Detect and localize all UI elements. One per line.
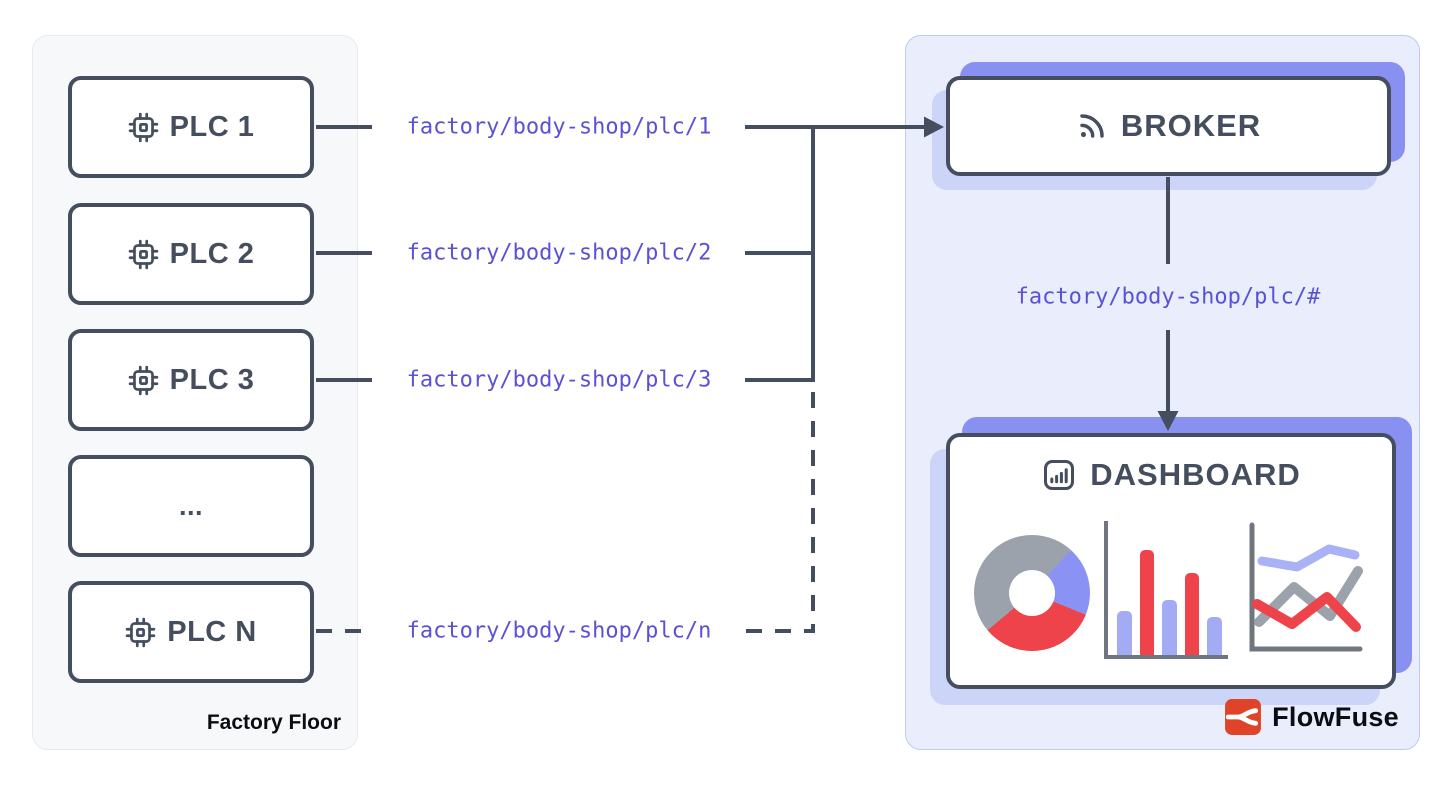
bar-chart-bar [1207, 617, 1222, 655]
chip-icon [125, 617, 156, 648]
topic-subscription-wildcard: factory/body-shop/plc/# [1015, 284, 1321, 310]
plc-2-node: PLC 2 [68, 203, 314, 305]
bar-chart-bar [1162, 600, 1177, 655]
plc-ellipsis-label: ... [178, 490, 203, 521]
bar-chart-icon [1041, 457, 1077, 493]
line-series-periwinkle [1257, 544, 1360, 572]
plc-1-node: PLC 1 [68, 76, 314, 178]
bar-chart-bar [1117, 610, 1132, 655]
plc-ellipsis-node: ... [68, 455, 314, 557]
broker-label: BROKER [1120, 108, 1262, 143]
plc-1-label: PLC 1 [169, 110, 255, 143]
plc-n-node: PLC N [68, 581, 314, 683]
plc-2-label: PLC 2 [169, 237, 255, 270]
flowfuse-logo [1224, 698, 1262, 736]
bar-chart [1104, 521, 1228, 659]
plc-3-label: PLC 3 [169, 363, 255, 396]
factory-floor-panel: PLC 1 PLC 2 PLC 3 ... [32, 35, 358, 750]
dashboard-box: DASHBOARD [946, 433, 1396, 689]
topic-plc-3: factory/body-shop/plc/3 [406, 367, 712, 393]
dashboard-node: DASHBOARD [930, 417, 1412, 705]
broker-node: BROKER [932, 62, 1405, 190]
line-series-red [1252, 592, 1361, 632]
donut-hole [1009, 570, 1055, 616]
flowfuse-brand: FlowFuse [1224, 698, 1399, 736]
bar-chart-bar [1139, 550, 1155, 655]
flowfuse-brand-name: FlowFuse [1272, 701, 1399, 732]
flowfuse-panel: BROKER DASHBOARD [905, 35, 1420, 750]
line-chart [1249, 522, 1363, 652]
plc-n-label: PLC N [167, 615, 257, 648]
bar-chart-bar [1184, 573, 1200, 655]
topic-plc-2: factory/body-shop/plc/2 [406, 240, 712, 266]
line-series-gray [1254, 566, 1363, 627]
factory-floor-caption: Factory Floor [206, 711, 341, 734]
topic-plc-n: factory/body-shop/plc/n [406, 618, 712, 644]
plc-3-node: PLC 3 [68, 329, 314, 431]
chip-icon [128, 112, 159, 143]
dashboard-label: DASHBOARD [1090, 457, 1301, 492]
chip-icon [128, 239, 159, 270]
chip-icon [128, 365, 159, 396]
topic-plc-1: factory/body-shop/plc/1 [406, 114, 712, 140]
broker-box: BROKER [946, 76, 1391, 176]
rss-icon [1076, 110, 1108, 142]
donut-chart [974, 535, 1090, 651]
